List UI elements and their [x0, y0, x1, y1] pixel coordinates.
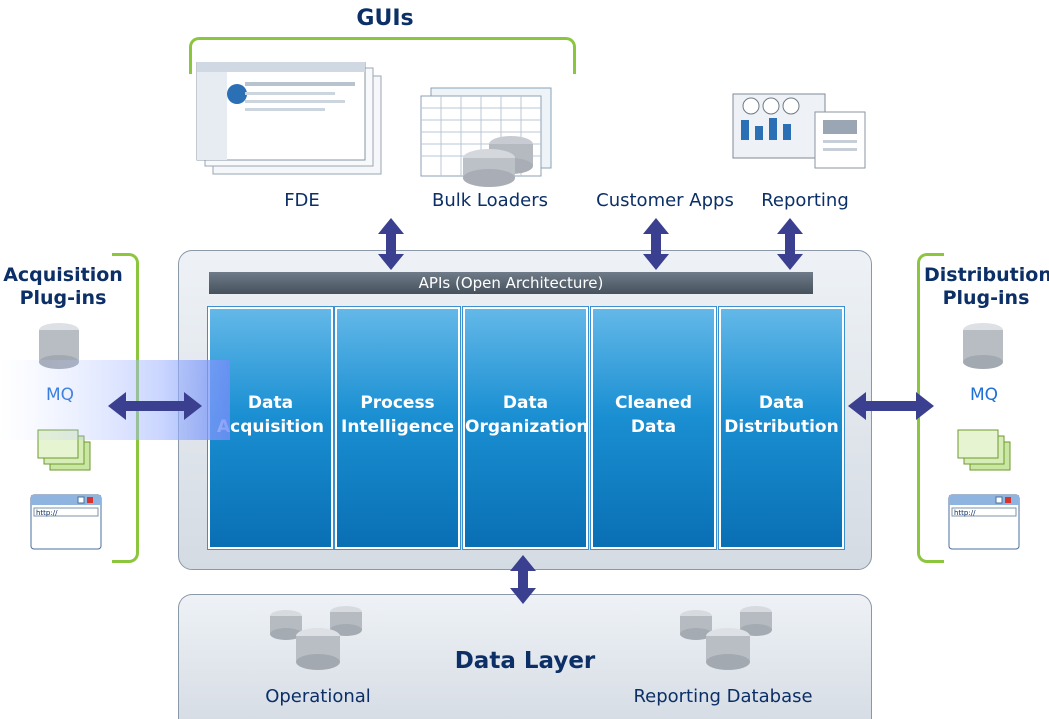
gui-illustrations	[196, 62, 866, 187]
arrow-fde-api	[378, 218, 404, 270]
reporting-icon	[732, 93, 866, 169]
distribution-browser-icon: http://	[948, 494, 1020, 550]
acquisition-browser-icon: http://	[30, 494, 102, 550]
column-label-line2: Distribution	[724, 417, 839, 437]
arrow-platform-data-layer	[510, 555, 536, 604]
column-label-line2: Data	[630, 417, 677, 437]
column-label-line1: Cleaned	[614, 393, 693, 413]
distribution-title-line2: Plug-ins	[942, 287, 1030, 309]
distribution-url-text: http://	[954, 509, 976, 517]
acquisition-url-text: http://	[36, 509, 58, 517]
acquisition-title-line2: Plug-ins	[19, 287, 107, 309]
column-label-line1: Data	[502, 393, 549, 413]
column-label-line2: Acquisition	[216, 417, 324, 437]
column-label-line1: Data	[247, 393, 294, 413]
gui-label-fde: FDE	[284, 190, 320, 211]
acquisition-title: Acquisition Plug-ins	[2, 264, 124, 310]
column-label-line1: Data	[758, 393, 805, 413]
fde-screens-icon	[196, 62, 382, 175]
arrow-reporting-api	[777, 218, 803, 270]
reporting-database-label: Reporting Database	[633, 686, 813, 707]
distribution-title: Distribution Plug-ins	[924, 264, 1049, 310]
operational-db-icon	[270, 606, 362, 670]
column-label-line1: Process	[360, 393, 435, 413]
gui-label-reporting: Reporting	[761, 190, 849, 211]
acquisition-documents-icon	[37, 429, 91, 471]
distribution-title-line1: Distribution	[924, 264, 1049, 286]
distribution-mq-label: MQ	[970, 385, 999, 405]
arrow-acquisition-platform	[108, 392, 202, 420]
gui-title: GUIs	[356, 6, 414, 31]
gui-label-bulk-loaders: Bulk Loaders	[432, 190, 548, 211]
gui-bracket	[189, 37, 576, 74]
operational-label: Operational	[265, 686, 371, 707]
acquisition-title-line1: Acquisition	[3, 264, 123, 286]
column-label-line2: Organization	[465, 417, 589, 437]
bulk-loaders-icon	[420, 87, 552, 187]
distribution-documents-icon	[957, 429, 1011, 471]
arrow-platform-distribution	[848, 392, 934, 420]
arrow-customer-apps-api	[643, 218, 669, 270]
column-label-line2: Intelligence	[341, 417, 454, 437]
api-bar: APIs (Open Architecture)	[209, 272, 813, 294]
distribution-mq-db-icon	[963, 323, 1003, 369]
data-layer-title: Data Layer	[454, 648, 596, 674]
reporting-db-icon	[680, 606, 772, 670]
gui-label-customer-apps: Customer Apps	[596, 190, 734, 211]
